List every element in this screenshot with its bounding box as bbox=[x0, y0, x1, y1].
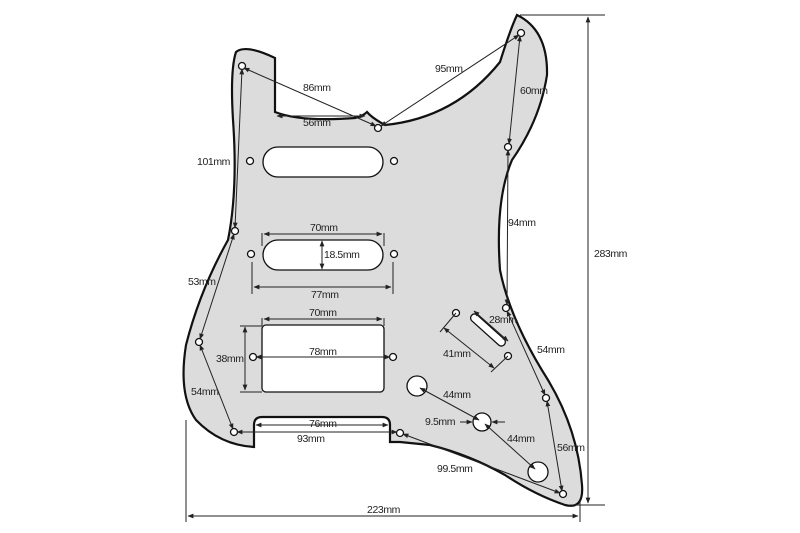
label-41mm: 41mm bbox=[443, 348, 471, 360]
label-95mm: 95mm bbox=[435, 63, 463, 75]
label-76mm: 76mm bbox=[309, 418, 337, 430]
humbucker-route bbox=[261, 324, 385, 393]
label-9-5mm: 9.5mm bbox=[425, 416, 456, 428]
middle-pickup-route bbox=[262, 239, 384, 271]
label-humbucker-70mm: 70mm bbox=[309, 307, 337, 319]
pot-hole-volume bbox=[406, 375, 428, 397]
label-101mm: 101mm bbox=[197, 156, 231, 168]
label-38mm: 38mm bbox=[216, 353, 244, 365]
pot-hole-tone-1 bbox=[472, 412, 492, 432]
label-86mm: 86mm bbox=[303, 82, 331, 94]
label-44mm-lower: 44mm bbox=[507, 433, 535, 445]
label-overall-width: 223mm bbox=[367, 504, 401, 516]
label-99-5mm: 99.5mm bbox=[437, 463, 473, 475]
label-56mm: 56mm bbox=[303, 117, 331, 129]
label-18-5mm: 18.5mm bbox=[324, 249, 360, 261]
label-56mm-right: 56mm bbox=[557, 442, 585, 454]
label-44mm-upper: 44mm bbox=[443, 389, 471, 401]
neck-pickup-route bbox=[262, 146, 384, 178]
label-53mm: 53mm bbox=[188, 276, 216, 288]
label-94mm: 94mm bbox=[508, 217, 536, 229]
dimension-lines bbox=[185, 14, 605, 522]
label-overall-height: 283mm bbox=[594, 248, 628, 260]
label-78mm: 78mm bbox=[309, 346, 337, 358]
label-93mm: 93mm bbox=[297, 433, 325, 445]
label-60mm: 60mm bbox=[520, 85, 548, 97]
label-77mm: 77mm bbox=[311, 289, 339, 301]
label-left-54mm: 54mm bbox=[191, 386, 219, 398]
label-neck-pickup-70mm: 70mm bbox=[310, 222, 338, 234]
label-right-54mm: 54mm bbox=[537, 344, 565, 356]
label-28mm: 28mm bbox=[489, 314, 517, 326]
